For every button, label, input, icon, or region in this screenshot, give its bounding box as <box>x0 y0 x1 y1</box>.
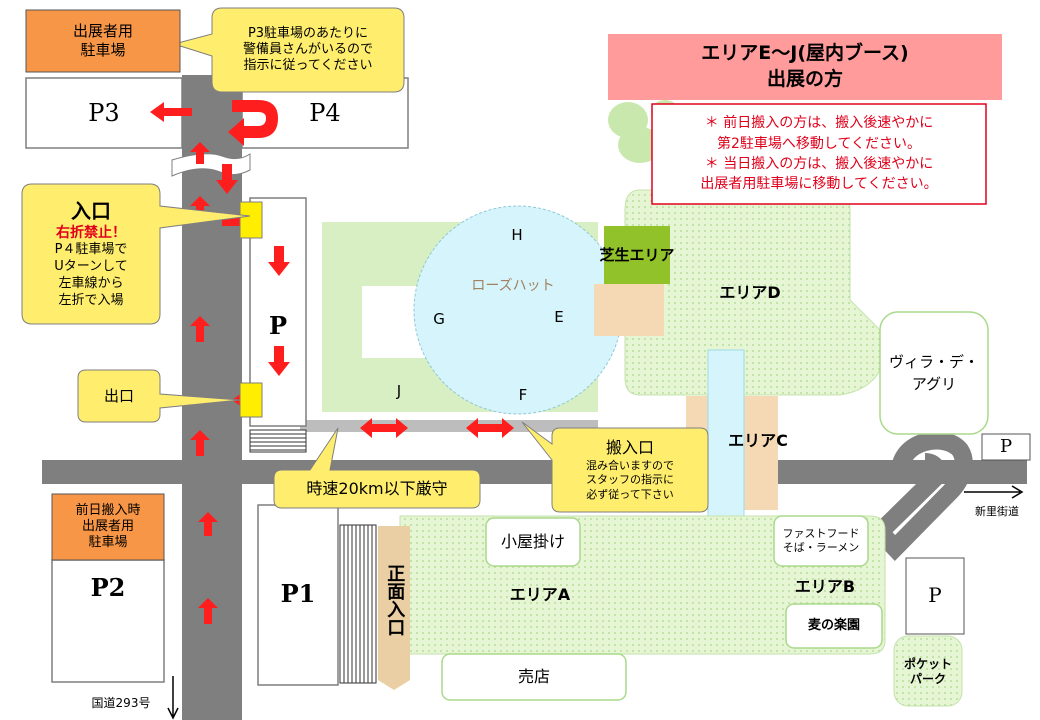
unloading-line-2: スタッフの指示に <box>586 473 674 487</box>
stairs <box>249 429 307 453</box>
p1-lot <box>257 504 339 686</box>
exhibitor-parking-label: 出展者用 駐車場 <box>26 10 180 72</box>
fastfood-line-2: そば・ラーメン <box>782 541 860 554</box>
pocket-park-line-2: パーク <box>909 672 946 686</box>
exit-callout <box>77 369 241 423</box>
entrance-callout <box>21 183 251 325</box>
notice-text: ＊ 前日搬入の方は、搬入後速やかに 第2駐車場へ移動してください。 ＊ 当日搬入… <box>652 106 986 202</box>
villa-line-1: ヴィラ・デ・ <box>888 352 979 371</box>
fastfood-line-1: ファストフード <box>782 527 860 541</box>
area-d-label: エリアD <box>719 283 781 302</box>
unloading-note: 搬入口 混み合いますので スタッフの指示に 必ず従って下さい <box>552 430 708 510</box>
entrance-title: 入口 <box>71 199 111 224</box>
entrance-note-line-1: P４駐車場で <box>54 242 128 258</box>
niisato-arrow <box>964 485 1024 499</box>
prev-day-line-1: 前日搬入時 <box>75 502 141 518</box>
exit-label: 出口 <box>103 386 134 405</box>
unloading-title: 搬入口 <box>605 437 654 457</box>
guard-note-line-3: 指示に従ってください <box>243 58 373 74</box>
exhibitor-parking-box <box>25 9 181 73</box>
p-south-label: P <box>928 582 942 607</box>
tan-box <box>594 284 664 336</box>
unloading-line-1: 混み合いますので <box>586 458 674 472</box>
entrance-note-line-2: Uターンして <box>54 259 128 275</box>
fastfood-box <box>773 515 869 567</box>
exit-marker <box>239 382 263 418</box>
pocket-park-line-1: ポケット <box>903 657 952 671</box>
banner-label: エリアE～J(屋内ブース) 出展の方 <box>608 34 1002 100</box>
speed-limit-label: 時速20km以下厳守 <box>306 479 448 498</box>
p2-label: P2 <box>90 573 126 602</box>
unloading-line-3: 必ず従って下さい <box>586 488 674 502</box>
notice-line-3: ＊ 当日搬入の方は、搬入後速やかに <box>704 156 934 172</box>
notice-line-4: 出展者用駐車場に移動してください。 <box>700 176 938 193</box>
p1-label: P1 <box>280 579 316 608</box>
p3-guard-note: P3駐車場のあたりに 警備員さんがいるので 指示に従ってください <box>212 10 404 90</box>
koyagake-label: 小屋掛け <box>500 532 565 551</box>
route-293-label: 国道293号 <box>91 695 151 710</box>
villa-box <box>879 311 989 435</box>
prev-day-parking-label: 前日搬入時 出展者用 駐車場 <box>52 494 164 560</box>
entrance-note-line-4: 左折で入場 <box>58 292 124 308</box>
mugi-box <box>785 603 883 649</box>
road-curve-east <box>867 431 973 561</box>
exhibitor-parking-line-2: 駐車場 <box>80 41 126 59</box>
notice-line-1: ＊ 前日搬入の方は、搬入後速やかに <box>704 115 934 132</box>
rose-j: J <box>396 381 402 400</box>
pocket-park-region <box>893 635 963 707</box>
main-entrance-label: 正面入口 <box>384 564 406 636</box>
p3-label: P3 <box>88 99 120 127</box>
p-side-label: P <box>268 311 288 340</box>
villa-label: ヴィラ・デ・ アグリ <box>880 312 988 434</box>
shibafu-area <box>604 226 670 284</box>
speed-callout <box>273 427 481 509</box>
shop-label: 売店 <box>517 667 550 686</box>
prev-day-parking-box <box>51 493 165 561</box>
rose-f: F <box>518 385 528 404</box>
rose-h: H <box>511 225 523 244</box>
koyagake-box <box>485 517 581 567</box>
p4-label: P4 <box>309 99 341 127</box>
unloading-callout <box>521 421 709 513</box>
prev-day-line-2: 出展者用 <box>81 518 134 534</box>
prev-day-line-3: 駐車場 <box>88 535 128 551</box>
entrance-note-line-3: 左車線から <box>58 276 124 292</box>
entrance-note: 入口 右折禁止！ P４駐車場で Uターンして 左車線から 左折で入場 <box>22 186 160 322</box>
no-right-turn: 右折禁止！ <box>56 225 126 242</box>
shop-box <box>441 653 627 701</box>
shibafu-label: 芝生エリア <box>599 245 675 264</box>
main-entrance-gate <box>378 526 410 690</box>
stairs-p1 <box>339 524 377 684</box>
banner-line-1: エリアE～J(屋内ブース) <box>701 42 909 65</box>
fastfood-label: ファストフード そば・ラーメン <box>774 516 868 566</box>
rose-hut-label: ローズハット <box>471 278 555 295</box>
villa-line-2: アグリ <box>911 375 957 393</box>
p-south-box <box>905 557 965 635</box>
pocket-park-label: ポケット パーク <box>894 650 962 694</box>
notice-box <box>651 103 987 205</box>
p3-guard-callout <box>172 7 405 93</box>
notice-line-2: 第2駐車場へ移動してください。 <box>716 135 922 152</box>
rose-e: E <box>554 307 564 326</box>
p-east-box <box>981 433 1031 461</box>
guard-note-line-1: P3駐車場のあたりに <box>247 25 369 41</box>
rose-g: G <box>433 309 445 328</box>
guard-note-line-2: 警備員さんがいるので <box>242 41 373 57</box>
area-b-label: エリアB <box>794 577 856 596</box>
p-east-label: P <box>999 435 1013 457</box>
exhibitor-parking-line-1: 出展者用 <box>72 22 133 41</box>
niisato-label: 新里街道 <box>975 505 1019 519</box>
area-c-label: エリアC <box>728 431 788 450</box>
mugi-label: 麦の楽園 <box>807 617 860 633</box>
route-293-arrow <box>167 676 179 720</box>
banner-box <box>608 34 1002 100</box>
entrance-marker <box>239 201 263 239</box>
banner-line-2: 出展の方 <box>766 68 843 90</box>
area-a-label: エリアA <box>509 585 571 604</box>
p2-lot <box>51 559 165 683</box>
east-west-road <box>42 460 1027 484</box>
